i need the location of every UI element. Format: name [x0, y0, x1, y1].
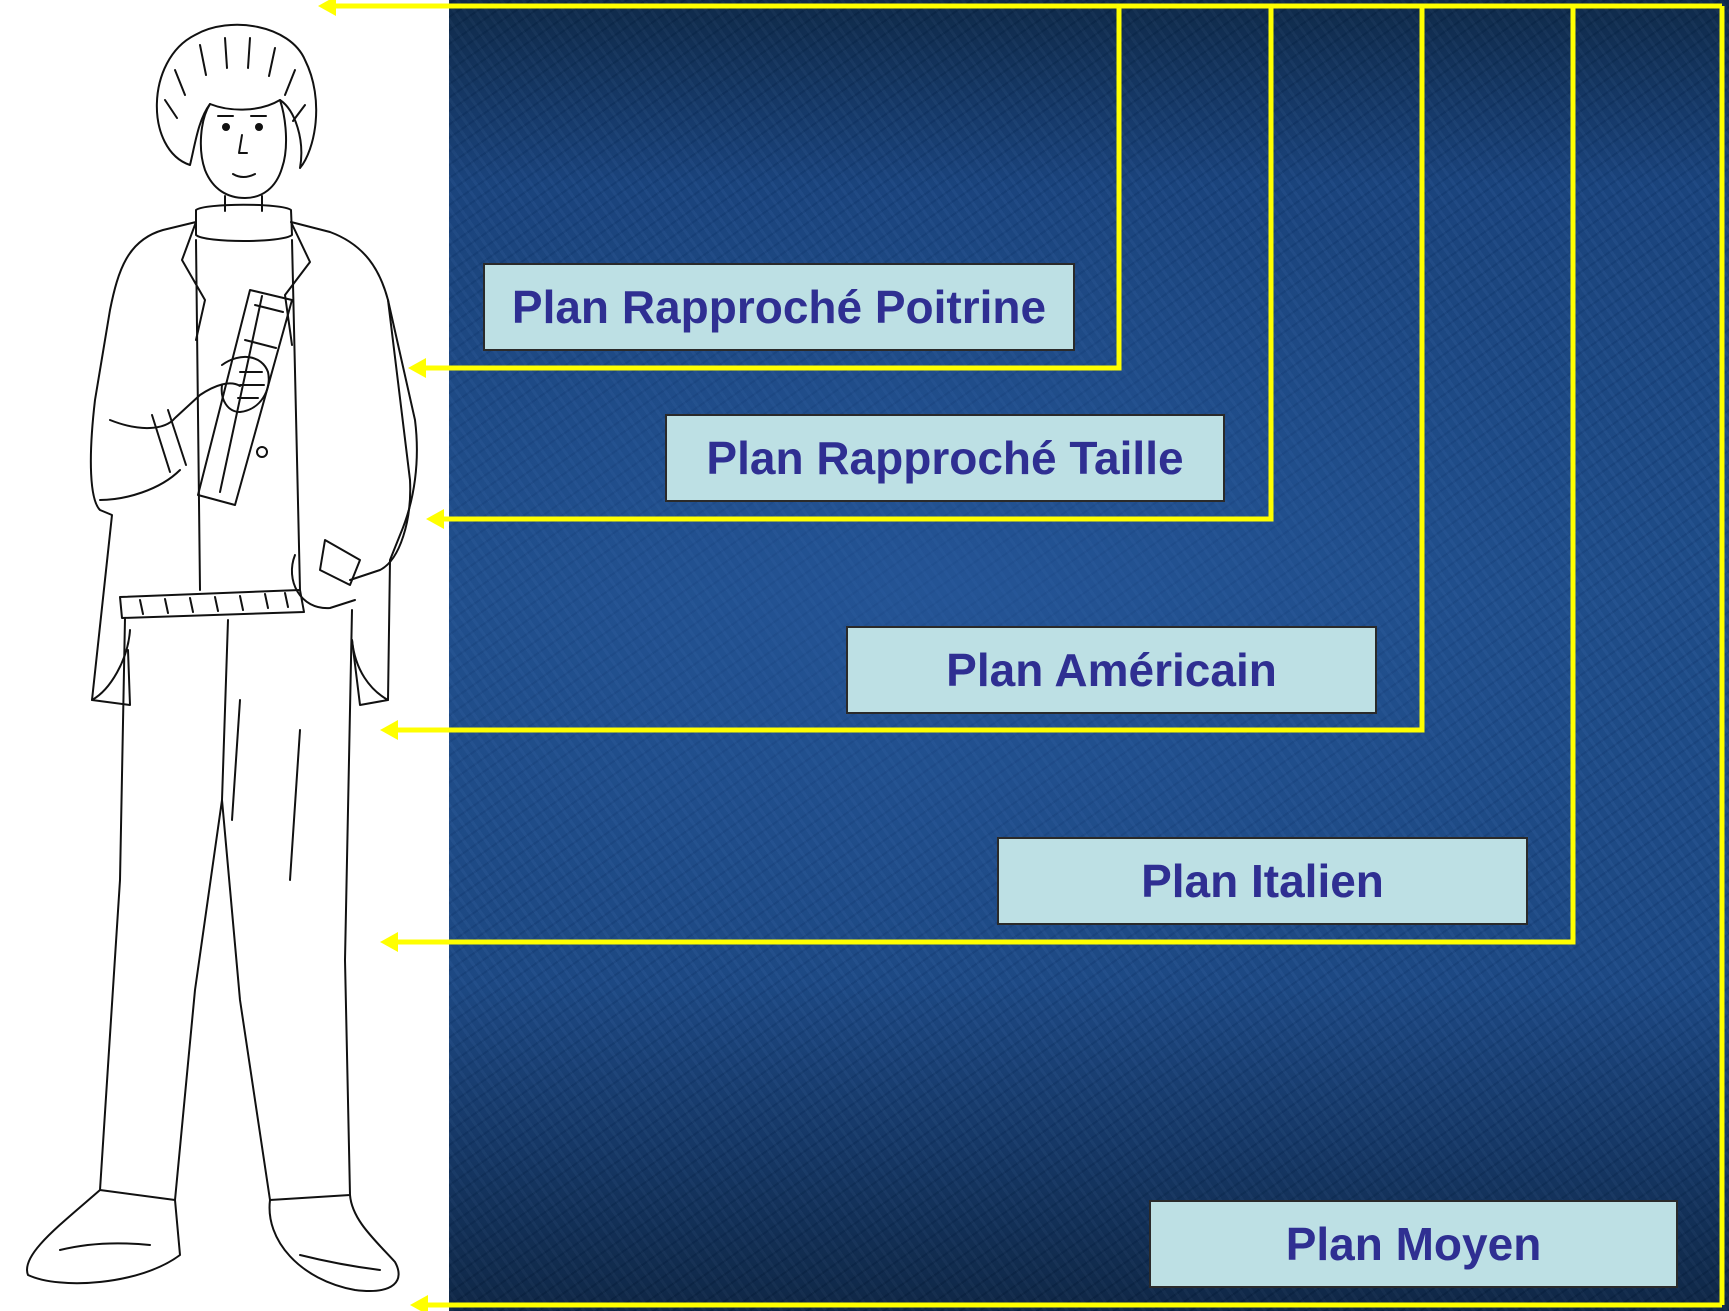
arrowhead-americain [380, 720, 398, 740]
arrowhead-taille [426, 509, 444, 529]
label-plan-rapproche-taille: Plan Rapproché Taille [665, 414, 1225, 502]
arrowhead-italien [380, 932, 398, 952]
bracket-italien [393, 6, 1576, 945]
arrowhead-top [318, 0, 336, 16]
bracket-taille [438, 6, 1274, 522]
arrowheads [318, 0, 444, 1311]
label-plan-moyen: Plan Moyen [1149, 1200, 1678, 1288]
person-illustration [25, 23, 418, 1292]
arrowhead-bottom [410, 1295, 428, 1311]
label-plan-rapproche-poitrine: Plan Rapproché Poitrine [483, 263, 1075, 351]
frame-connector [325, 3, 1725, 1308]
arrowhead-poitrine [408, 358, 426, 378]
figure-panel [0, 0, 449, 1311]
label-plan-americain: Plan Américain [846, 626, 1377, 714]
bracket-americain [393, 6, 1425, 733]
bracket-poitrine [420, 6, 1122, 371]
label-plan-italien: Plan Italien [997, 837, 1528, 925]
